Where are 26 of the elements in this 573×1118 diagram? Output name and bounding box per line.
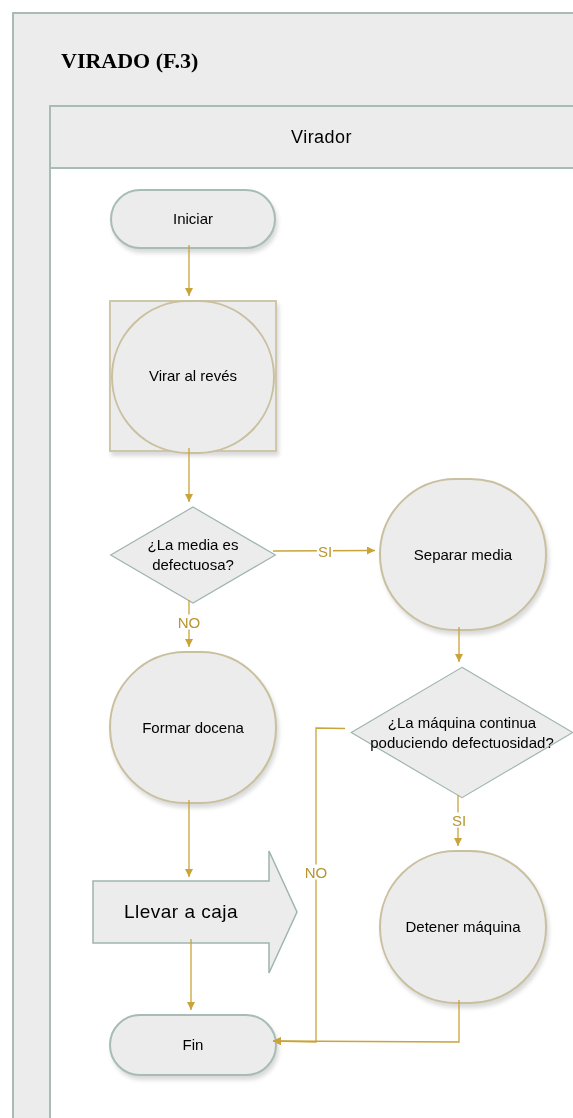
node-label: Fin (182, 1036, 204, 1053)
edge-label: NO (303, 864, 329, 880)
node-label: Virador (291, 125, 352, 149)
edge-label: NO (176, 614, 202, 630)
decision-diamond (109, 506, 277, 604)
edge-label: SI (450, 812, 468, 828)
connector-arrow (185, 447, 193, 503)
node-label: Iniciar (173, 210, 213, 227)
connector-arrow (185, 244, 193, 297)
terminal-box (110, 189, 276, 249)
node-label: ¿La media es defectuosa? (147, 536, 239, 573)
terminal-box (109, 1014, 277, 1076)
connector-arrow (272, 546, 376, 555)
connector-arrow (455, 626, 463, 663)
node-label: Separar media (413, 545, 513, 563)
node-label: Detener máquina (405, 918, 521, 935)
node-label: Formar docena (142, 718, 244, 736)
pool-title: VIRADO (F.3) (61, 47, 199, 75)
decision-diamond (349, 666, 573, 799)
node-label: ¿La máquina continua poduciendo defectuosidad? (370, 713, 554, 751)
arrow-shape (92, 850, 298, 974)
connector-arrow (272, 999, 460, 1046)
node-label: Virar al revés (148, 367, 238, 384)
node-label: Llevar a caja (124, 901, 238, 923)
connector-arrow (187, 938, 195, 1011)
connector-arrow (185, 799, 193, 878)
